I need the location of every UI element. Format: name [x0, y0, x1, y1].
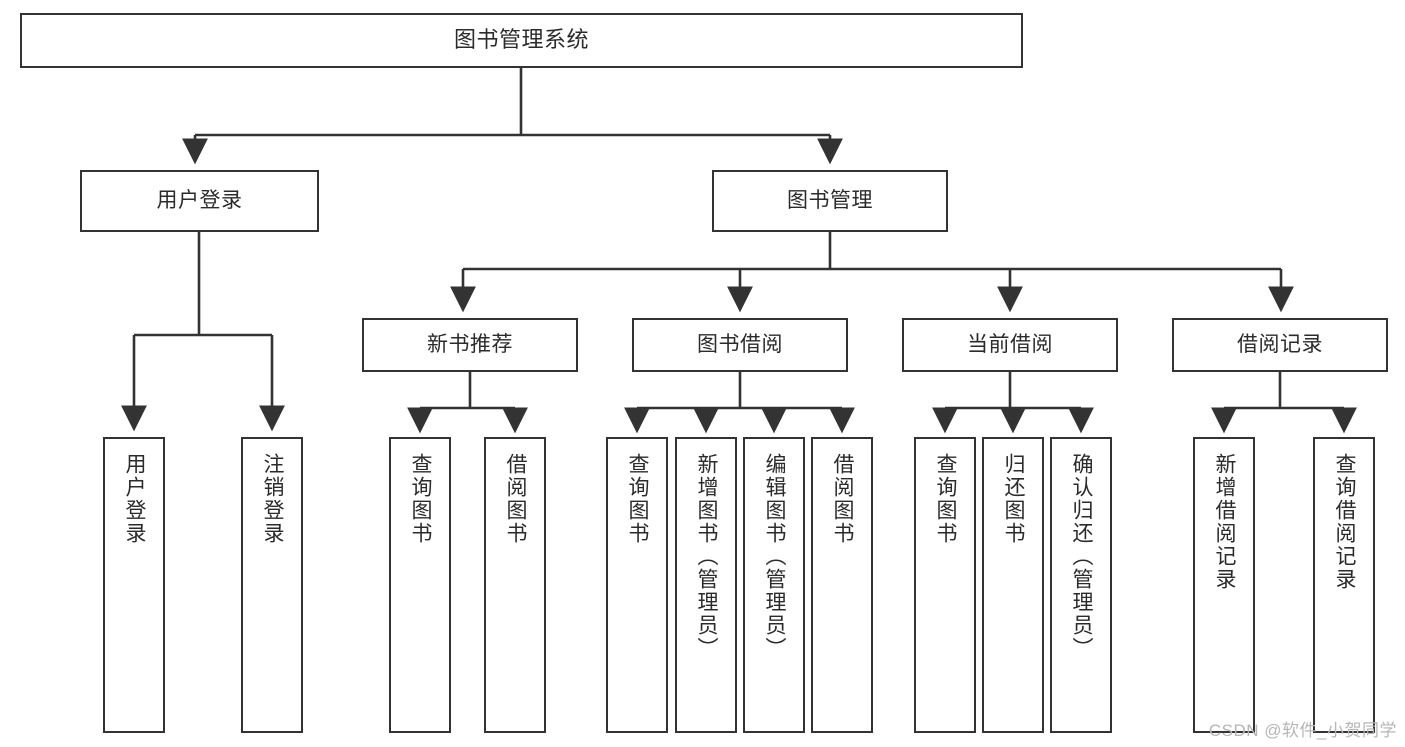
node-leaf-query-record[interactable]: 查询借阅记录 [1313, 437, 1375, 733]
node-user-login[interactable]: 用户登录 [80, 170, 319, 232]
node-label: 注销登录 [261, 453, 285, 545]
node-borrow-record[interactable]: 借阅记录 [1172, 318, 1388, 372]
node-label: 借阅图书 [831, 453, 855, 545]
node-label: 归还图书 [1002, 453, 1026, 545]
watermark: CSDN @软件_小贺同学 [1208, 721, 1397, 740]
node-new-book-recommend[interactable]: 新书推荐 [362, 318, 578, 372]
node-book-management-system[interactable]: 图书管理系统 [20, 13, 1023, 68]
node-label: 确认归还（管理员） [1070, 453, 1094, 660]
node-label: 新书推荐 [427, 333, 513, 357]
node-label: 查询图书 [409, 453, 433, 545]
node-leaf-add-record[interactable]: 新增借阅记录 [1193, 437, 1255, 733]
node-label: 新增借阅记录 [1213, 453, 1237, 591]
node-leaf-add-book[interactable]: 新增图书（管理员） [675, 437, 737, 733]
node-label: 当前借阅 [967, 333, 1053, 357]
node-leaf-return-book[interactable]: 归还图书 [982, 437, 1044, 733]
node-label: 查询图书 [934, 453, 958, 545]
node-leaf-edit-book[interactable]: 编辑图书（管理员） [743, 437, 805, 733]
node-leaf-query-book-2[interactable]: 查询图书 [606, 437, 668, 733]
node-label: 用户登录 [123, 453, 147, 545]
node-book-borrow[interactable]: 图书借阅 [632, 318, 848, 372]
node-label: 编辑图书（管理员） [763, 453, 787, 660]
node-book-manage[interactable]: 图书管理 [712, 170, 948, 232]
node-label: 新增图书（管理员） [695, 453, 719, 660]
node-leaf-borrow-book-1[interactable]: 借阅图书 [484, 437, 546, 733]
node-leaf-confirm-return[interactable]: 确认归还（管理员） [1050, 437, 1112, 733]
node-label: 图书管理系统 [453, 27, 589, 53]
node-label: 借阅记录 [1237, 333, 1323, 357]
node-label: 图书借阅 [697, 333, 783, 357]
node-label: 借阅图书 [504, 453, 528, 545]
node-current-borrow[interactable]: 当前借阅 [902, 318, 1118, 372]
node-leaf-user-login[interactable]: 用户登录 [103, 437, 165, 733]
node-label: 图书管理 [787, 189, 873, 213]
node-leaf-query-book-1[interactable]: 查询图书 [389, 437, 451, 733]
node-label: 查询借阅记录 [1333, 453, 1357, 591]
node-label: 用户登录 [156, 189, 243, 213]
node-leaf-query-book-3[interactable]: 查询图书 [914, 437, 976, 733]
node-leaf-borrow-book-2[interactable]: 借阅图书 [811, 437, 873, 733]
node-leaf-logout-login[interactable]: 注销登录 [241, 437, 303, 733]
node-label: 查询图书 [626, 453, 650, 545]
